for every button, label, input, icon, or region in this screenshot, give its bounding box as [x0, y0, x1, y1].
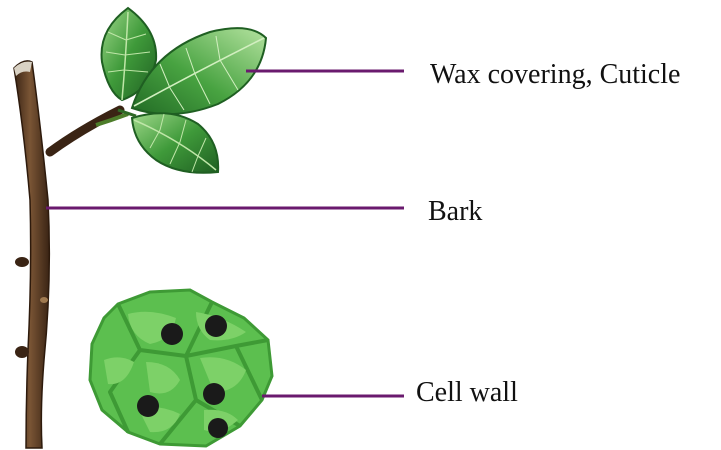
nucleus	[208, 418, 228, 438]
nucleus	[137, 395, 159, 417]
plant-cells	[90, 290, 272, 446]
leaves	[102, 8, 266, 173]
leaf-bottom	[132, 113, 218, 173]
nucleus	[161, 323, 183, 345]
label-cuticle: Wax covering, Cuticle	[430, 59, 680, 90]
nucleus	[203, 383, 225, 405]
label-bark: Bark	[428, 196, 482, 227]
nucleus	[205, 315, 227, 337]
label-cell-wall: Cell wall	[416, 377, 518, 408]
